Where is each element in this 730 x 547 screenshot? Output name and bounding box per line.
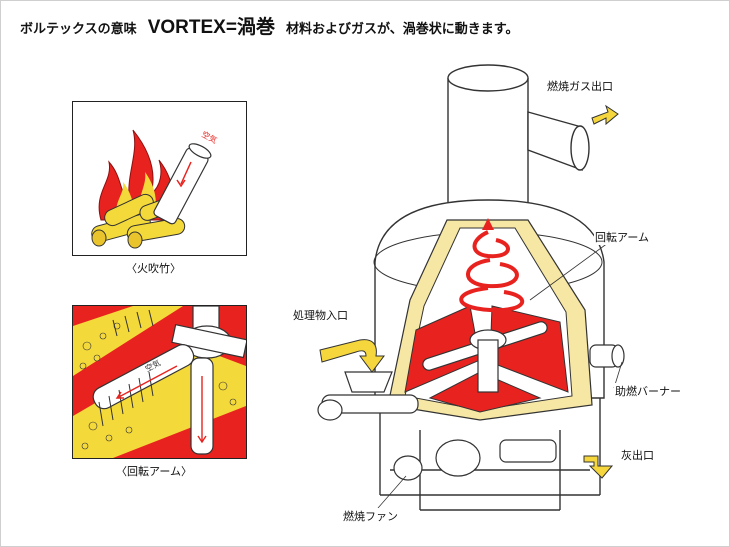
inlet-arrow (319, 339, 385, 373)
arm-nozzles (98, 309, 154, 427)
ash-outlet-arrow (583, 455, 614, 479)
blow-tube (153, 143, 212, 225)
aux-burner (589, 344, 625, 368)
inset-rotating-arm: 空気 (72, 305, 247, 459)
chimney (447, 78, 529, 216)
air-arrows (115, 365, 207, 444)
title-tail: 材料およびガスが、渦巻状に動きます。 (286, 22, 519, 37)
gas-outlet-arrow (591, 104, 619, 126)
caption-rotating-arm: 〈回転アーム〉 (116, 465, 193, 478)
vortex-spiral (459, 230, 525, 313)
label-rotating-arm: 回転アーム (594, 229, 651, 245)
inlet-feeder (317, 371, 419, 421)
inset-fire-bamboo: 空気 (72, 101, 247, 256)
label-combustion-fan: 燃焼ファン (342, 508, 399, 524)
fire-bamboo-illustration: 空気 (91, 129, 219, 249)
arm-assembly (92, 306, 246, 455)
rotating-arm-illustration: 空気 (73, 306, 246, 458)
label-material-inlet: 処理物入口 (292, 307, 349, 323)
vortex-arrow-head (482, 218, 494, 230)
title-main: VORTEX=渦巻 (147, 17, 275, 38)
label-aux-burner: 助燃バーナー (614, 383, 682, 399)
gas-outlet-flange (570, 125, 590, 171)
combustion-fan (393, 439, 557, 481)
label-ash-outlet: 灰出口 (620, 447, 655, 463)
page-title: ボルテックスの意味 VORTEX=渦巻 材料およびガスが、渦巻状に動きます。 (20, 12, 519, 39)
central-hub (422, 321, 548, 393)
chimney-top (447, 64, 529, 92)
title-lead: ボルテックスの意味 (20, 22, 137, 37)
label-gas-outlet: 燃焼ガス出口 (546, 78, 614, 94)
caption-fire-bamboo: 〈火吹竹〉 (126, 262, 181, 275)
